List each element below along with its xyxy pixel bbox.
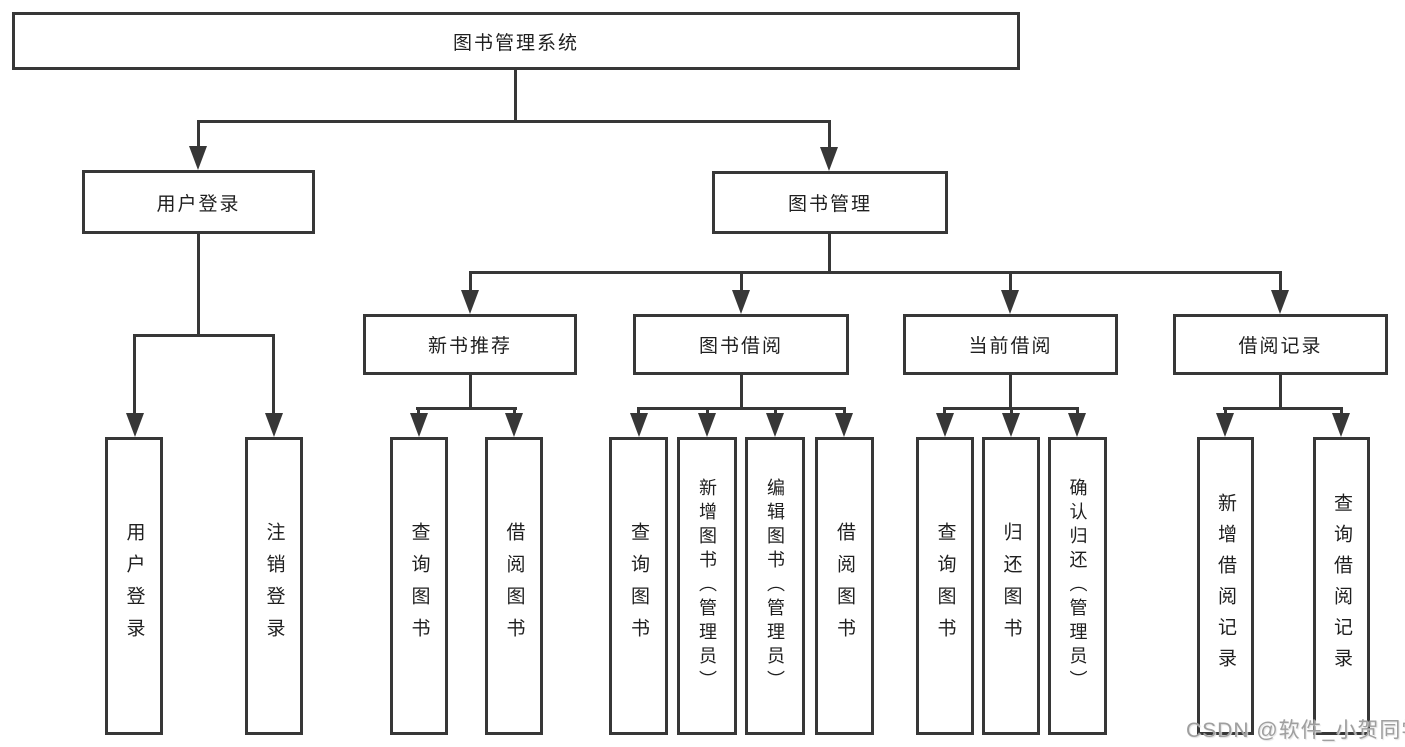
arrow-down-icon (1001, 290, 1019, 314)
node-label: 当前借阅 (968, 336, 1053, 357)
node-add-books-admin: 新增图书（管理员） (677, 437, 737, 735)
arrow-down-icon (461, 290, 479, 314)
node-user-login: 用户登录 (82, 170, 315, 234)
node-return-books: 归还图书 (982, 437, 1040, 735)
connector-line (197, 120, 200, 148)
connector-line (133, 334, 136, 414)
arrow-down-icon (936, 413, 954, 437)
connector-line (1279, 373, 1282, 410)
arrow-down-icon (1002, 413, 1020, 437)
node-edit-books-admin: 编辑图书（管理员） (745, 437, 805, 735)
node-label: 图书管理 (787, 194, 872, 215)
node-label: 归还图书 (1000, 522, 1022, 650)
node-query-borrow-record: 查询借阅记录 (1313, 437, 1370, 735)
connector-line (513, 407, 516, 416)
arrow-down-icon (766, 413, 784, 437)
connector-line (637, 407, 846, 410)
connector-line (416, 407, 517, 410)
node-new-book-recommendation: 新书推荐 (363, 314, 577, 375)
connector-line (774, 407, 777, 416)
connector-line (706, 407, 709, 416)
connector-line (1223, 407, 1343, 410)
connector-line (740, 373, 743, 410)
connector-line (469, 271, 1282, 274)
node-label: 借阅记录 (1238, 336, 1323, 357)
arrow-down-icon (126, 413, 144, 437)
node-label: 用户登录 (156, 193, 241, 215)
connector-line (740, 271, 743, 293)
arrow-down-icon (505, 413, 523, 437)
node-label: 新书推荐 (427, 336, 512, 357)
node-library-management-system: 图书管理系统 (12, 12, 1020, 70)
arrow-down-icon (835, 413, 853, 437)
node-label: 借阅图书 (834, 522, 855, 650)
node-label: 新增图书（管理员） (697, 478, 717, 694)
node-label: 新增借阅记录 (1215, 493, 1236, 679)
connector-line (133, 334, 275, 337)
node-book-borrowing: 图书借阅 (633, 314, 849, 375)
node-label: 查询图书 (934, 522, 956, 650)
node-label: 图书借阅 (698, 336, 783, 357)
node-current-borrowing: 当前借阅 (903, 314, 1118, 375)
connector-line (1009, 271, 1012, 293)
arrow-down-icon (1271, 290, 1289, 314)
connector-line (637, 407, 640, 416)
node-label: 查询借阅记录 (1331, 493, 1352, 679)
arrow-down-icon (1332, 413, 1350, 437)
connector-line (828, 120, 831, 148)
arrow-down-icon (265, 413, 283, 437)
connector-line (197, 232, 200, 336)
node-logout: 注销登录 (245, 437, 303, 735)
connector-line (514, 68, 517, 120)
csdn-watermark: CSDN @软件_小贺同学 (1186, 719, 1405, 742)
arrow-down-icon (732, 290, 750, 314)
connector-line (1009, 373, 1012, 410)
node-label: 查询图书 (628, 522, 649, 650)
node-book-management: 图书管理 (712, 171, 948, 234)
arrow-down-icon (698, 413, 716, 437)
connector-line (469, 373, 472, 410)
node-borrow-books: 借阅图书 (815, 437, 874, 735)
node-user-login-leaf: 用户登录 (105, 437, 163, 735)
connector-line (1340, 407, 1343, 416)
connector-line (943, 407, 946, 416)
node-label: 确认归还（管理员） (1067, 478, 1088, 694)
connector-line (469, 271, 472, 293)
node-query-books-borrowing: 查询图书 (609, 437, 668, 735)
node-add-borrow-record: 新增借阅记录 (1197, 437, 1254, 735)
arrow-down-icon (1068, 413, 1086, 437)
node-label: 图书管理系统 (452, 32, 579, 54)
connector-line (272, 334, 275, 414)
arrow-down-icon (410, 413, 428, 437)
connector-line (843, 407, 846, 416)
arrow-down-icon (820, 147, 838, 171)
node-borrow-books-recommend: 借阅图书 (485, 437, 543, 735)
arrow-down-icon (1216, 413, 1234, 437)
connector-line (417, 407, 420, 416)
node-label: 用户登录 (123, 522, 145, 650)
connector-line (1279, 271, 1282, 293)
arrow-down-icon (630, 413, 648, 437)
connector-line (1076, 407, 1079, 416)
node-label: 编辑图书（管理员） (765, 478, 785, 694)
arrow-down-icon (189, 146, 207, 170)
node-confirm-return-admin: 确认归还（管理员） (1048, 437, 1107, 735)
node-label: 借阅图书 (503, 522, 525, 650)
node-label: 注销登录 (263, 522, 285, 650)
connector-line (197, 120, 831, 123)
node-query-books-recommend: 查询图书 (390, 437, 448, 735)
node-borrowing-records: 借阅记录 (1173, 314, 1388, 375)
node-label: 查询图书 (408, 522, 430, 650)
connector-line (1224, 407, 1227, 416)
node-query-books-current: 查询图书 (916, 437, 974, 735)
connector-line (828, 232, 831, 274)
connector-line (1010, 407, 1013, 416)
